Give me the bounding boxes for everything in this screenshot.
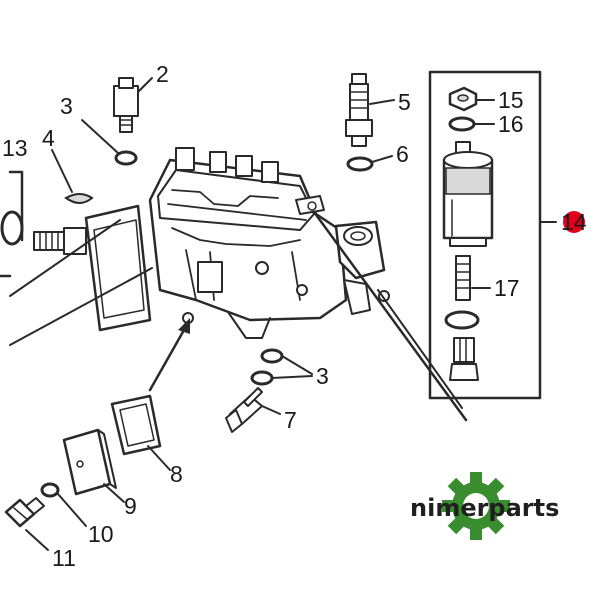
callout-3: 3 (316, 363, 329, 389)
part-8-gasket (110, 394, 171, 471)
drive-shaft (33, 227, 87, 255)
part-14-solenoid-group (312, 70, 557, 422)
callout-14-highlight (563, 211, 585, 233)
part-15-nut (448, 86, 495, 112)
callout-11: 11 (52, 545, 76, 571)
watermark-text: nimerparts (410, 494, 559, 522)
callout-2: 2 (156, 61, 169, 87)
callout-7: 7 (284, 407, 297, 433)
part-16-washer (448, 116, 495, 132)
mounting-lines (9, 219, 153, 346)
part-11-bolt (4, 497, 49, 551)
callout-13: 13 (2, 135, 28, 161)
callout-17: 17 (494, 275, 520, 301)
part-9-cover-plate (62, 428, 125, 503)
part-17-plunger-spring (455, 255, 491, 301)
callout-9: 9 (124, 493, 137, 519)
callout-6: 6 (396, 141, 409, 167)
part-13-drive-assembly (0, 170, 24, 278)
part-6-washer (346, 155, 393, 172)
callout-14: 14 (561, 209, 587, 235)
part-7-fitting (225, 387, 281, 433)
callout-15: 15 (498, 87, 524, 113)
callout-3: 3 (60, 93, 73, 119)
part-5-delivery-valve-holder (345, 73, 395, 147)
part-3-washer-upper (81, 119, 138, 166)
pump-body (84, 147, 390, 339)
callout-4: 4 (42, 125, 55, 151)
assembly-arrow (148, 318, 190, 392)
nimerparts-logo: nimerparts (410, 472, 559, 540)
part-3-washers-lower (250, 348, 313, 386)
callout-labels: 2 3 3 4 5 6 7 8 9 10 11 13 14 15 16 17 (2, 61, 587, 571)
callout-10: 10 (88, 521, 114, 547)
solenoid-body (442, 141, 494, 247)
solenoid-seal-and-valve (444, 310, 480, 381)
part-2-bleed-screw (113, 77, 153, 133)
gear-icon (442, 472, 510, 540)
callout-8: 8 (170, 461, 183, 487)
part-4-woodruff-key (51, 149, 94, 204)
part-10-washer (40, 482, 87, 527)
callout-5: 5 (398, 89, 411, 115)
callout-16: 16 (498, 111, 524, 137)
